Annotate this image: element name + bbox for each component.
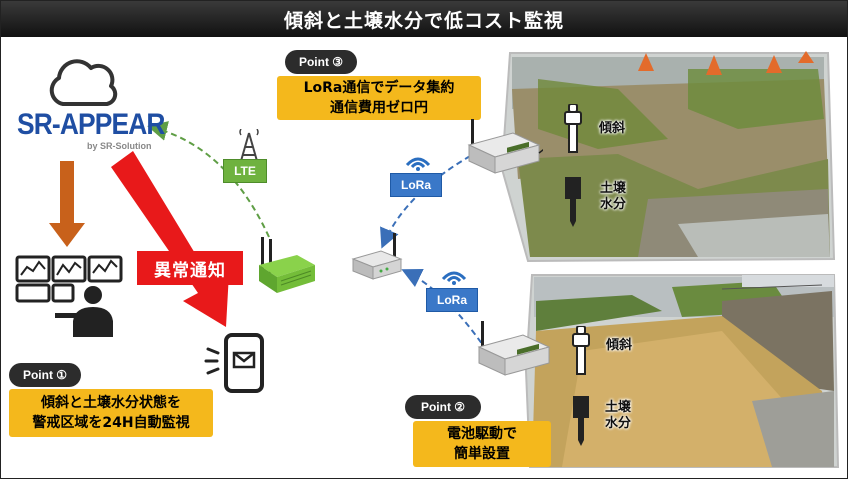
soil-moisture-sensor-icon [561, 177, 585, 227]
slope-site-photo [498, 49, 838, 265]
lte-label: LTE [223, 159, 267, 183]
lora-label-lower: LoRa [426, 288, 478, 312]
brand-subtitle: by SR-Solution [87, 141, 152, 151]
point-1-line-1: 傾斜と土壌水分状態を [41, 393, 181, 413]
lte-gateway-device [255, 235, 319, 297]
point-1-line-2: 警戒区域を24H自動監視 [32, 413, 189, 433]
wireless-signal-icon [403, 153, 433, 171]
tilt-sensor-label-1: 傾斜 [594, 121, 630, 137]
sensor-node-device [475, 321, 553, 379]
smartphone-icon [204, 331, 268, 395]
point-1-tag: Point ① [9, 363, 81, 387]
slope-photo-art [498, 49, 838, 265]
soil-label-1-line-1: 土壌 [593, 181, 633, 197]
soil-sensor-label-1: 土壌 水分 [593, 181, 633, 213]
wireless-signal-icon [439, 267, 469, 285]
soil-moisture-sensor-icon [569, 396, 593, 446]
soil-sensor-label-2: 土壌 水分 [598, 400, 638, 432]
sensor-node-device [465, 119, 543, 177]
point-3-line-2: 通信費用ゼロ円 [330, 98, 428, 118]
soil-label-2-line-2: 水分 [598, 416, 638, 432]
point-2-line-1: 電池駆動で [447, 424, 517, 444]
point-3-line-1: LoRa通信でデータ集約 [304, 78, 455, 98]
brand-logo: SR-APPEAR [17, 108, 165, 142]
lora-label-upper: LoRa [390, 173, 442, 197]
point-3-box: LoRa通信でデータ集約 通信費用ゼロ円 [277, 76, 481, 120]
alert-label: 異常通知 [137, 251, 243, 285]
point-2-box: 電池駆動で 簡単設置 [413, 421, 551, 467]
antenna-tower-icon [237, 129, 261, 163]
soil-label-1-line-2: 水分 [593, 197, 633, 213]
red-alert-arrow [111, 151, 229, 327]
tilt-sensor-icon [567, 326, 595, 376]
soil-label-2-line-1: 土壌 [598, 400, 638, 416]
point-2-line-2: 簡単設置 [454, 444, 510, 464]
point-1-box: 傾斜と土壌水分状態を 警戒区域を24H自動監視 [9, 389, 213, 437]
point-2-tag: Point ② [405, 395, 481, 419]
orange-down-arrow [49, 161, 85, 247]
monitoring-operator-icon [15, 253, 123, 337]
tilt-sensor-label-2: 傾斜 [601, 338, 637, 354]
point-3-tag: Point ③ [285, 50, 357, 74]
tilt-sensor-icon [559, 104, 587, 154]
lora-gateway-device [351, 233, 405, 283]
cloud-icon [45, 56, 121, 110]
